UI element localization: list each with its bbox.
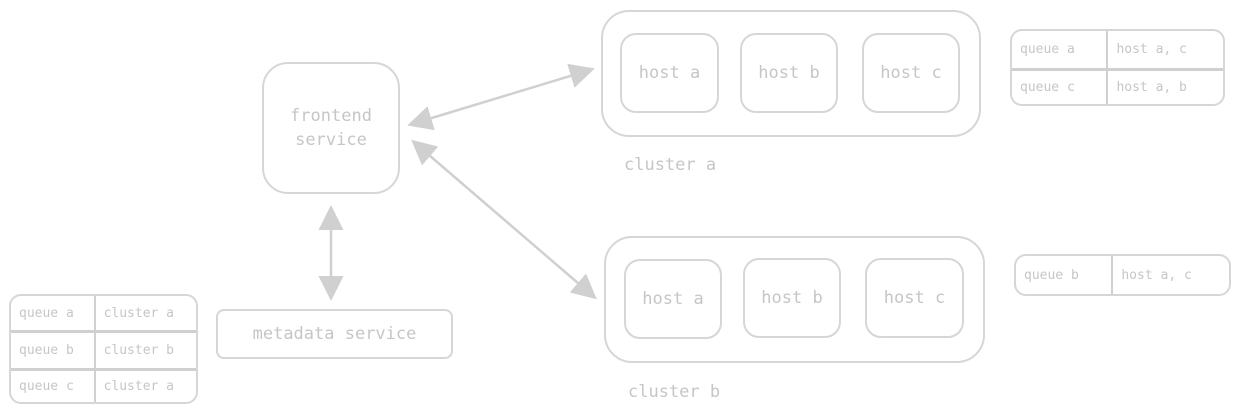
cluster-b-label: cluster b	[628, 382, 721, 402]
hosts-cell: host a, b	[1116, 79, 1187, 95]
host-label: host a	[638, 63, 701, 83]
hosts-cell: host a, c	[1121, 267, 1192, 283]
cluster-a-container[interactable]	[601, 10, 981, 137]
queue-cell: queue b	[1016, 256, 1114, 294]
table-row: queue b cluster b	[11, 333, 196, 371]
table-row: queue b host a, c	[1016, 256, 1229, 294]
cluster-cell: cluster a	[95, 296, 196, 334]
table-row: queue c host a, b	[1012, 70, 1223, 104]
queue-cell: queue a	[11, 296, 96, 334]
queue-cell: queue c	[11, 370, 96, 402]
frontend-service-node[interactable]: frontend service	[262, 62, 400, 194]
metadata-queue-table: queue a cluster a queue b cluster b queu…	[9, 294, 198, 404]
cluster-b-queue-table: queue b host a, c	[1014, 254, 1231, 296]
frontend-label-line2: service	[295, 130, 367, 150]
table-row: queue a host a, c	[1012, 31, 1223, 71]
host-label: host b	[758, 63, 820, 83]
cluster-b-host-c[interactable]: host c	[865, 258, 964, 338]
cluster-b-container[interactable]	[604, 236, 985, 363]
hosts-cell: host a, c	[1108, 31, 1223, 71]
table-row: queue c cluster a	[11, 370, 196, 402]
host-label: host b	[761, 288, 823, 308]
cluster-cell: cluster b	[95, 333, 196, 371]
metadata-service-node[interactable]: metadata service	[216, 309, 453, 359]
table-row: queue a cluster a	[11, 296, 196, 334]
queue-cell: queue c	[1012, 70, 1109, 104]
cluster-a-host-a[interactable]: host a	[620, 33, 719, 113]
cluster-b-host-a[interactable]: host a	[624, 259, 722, 339]
queue-cell: queue b	[11, 333, 96, 371]
host-label: host c	[880, 63, 942, 83]
queue-cell: queue a	[1012, 31, 1109, 71]
cluster-a-host-b[interactable]: host b	[740, 33, 838, 113]
cluster-a-label: cluster a	[624, 155, 717, 175]
host-label: host a	[642, 289, 704, 309]
arrow-frontend-cluster-b	[411, 139, 597, 300]
cluster-a-queue-table: queue a host a, c queue c host a, b	[1010, 29, 1225, 106]
metadata-label: metadata service	[252, 324, 417, 344]
frontend-label-line1: frontend	[290, 106, 372, 126]
arrow-frontend-cluster-a	[407, 63, 595, 131]
host-label: host c	[883, 288, 946, 308]
cluster-b-host-b[interactable]: host b	[743, 258, 841, 338]
cluster-a-host-c[interactable]: host c	[862, 33, 960, 113]
cluster-cell: cluster a	[103, 378, 175, 394]
